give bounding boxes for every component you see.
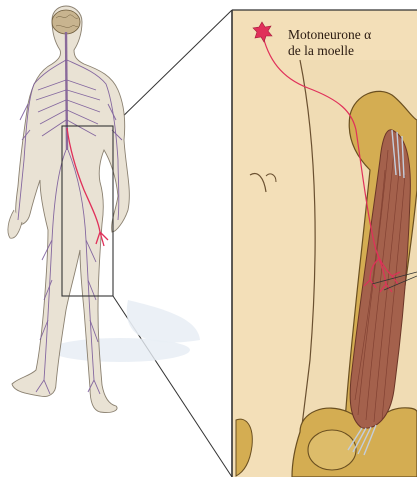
human-body-figure [8, 6, 200, 413]
zoom-connector-top [113, 10, 232, 126]
zoom-panel [232, 10, 417, 477]
neuron-label: Motoneurone α de la moelle [288, 27, 371, 59]
brain [52, 10, 80, 34]
neuron-label-line2: de la moelle [288, 43, 371, 59]
spinal-cord [66, 32, 67, 150]
neuron-label-line1: Motoneurone α [288, 27, 371, 43]
